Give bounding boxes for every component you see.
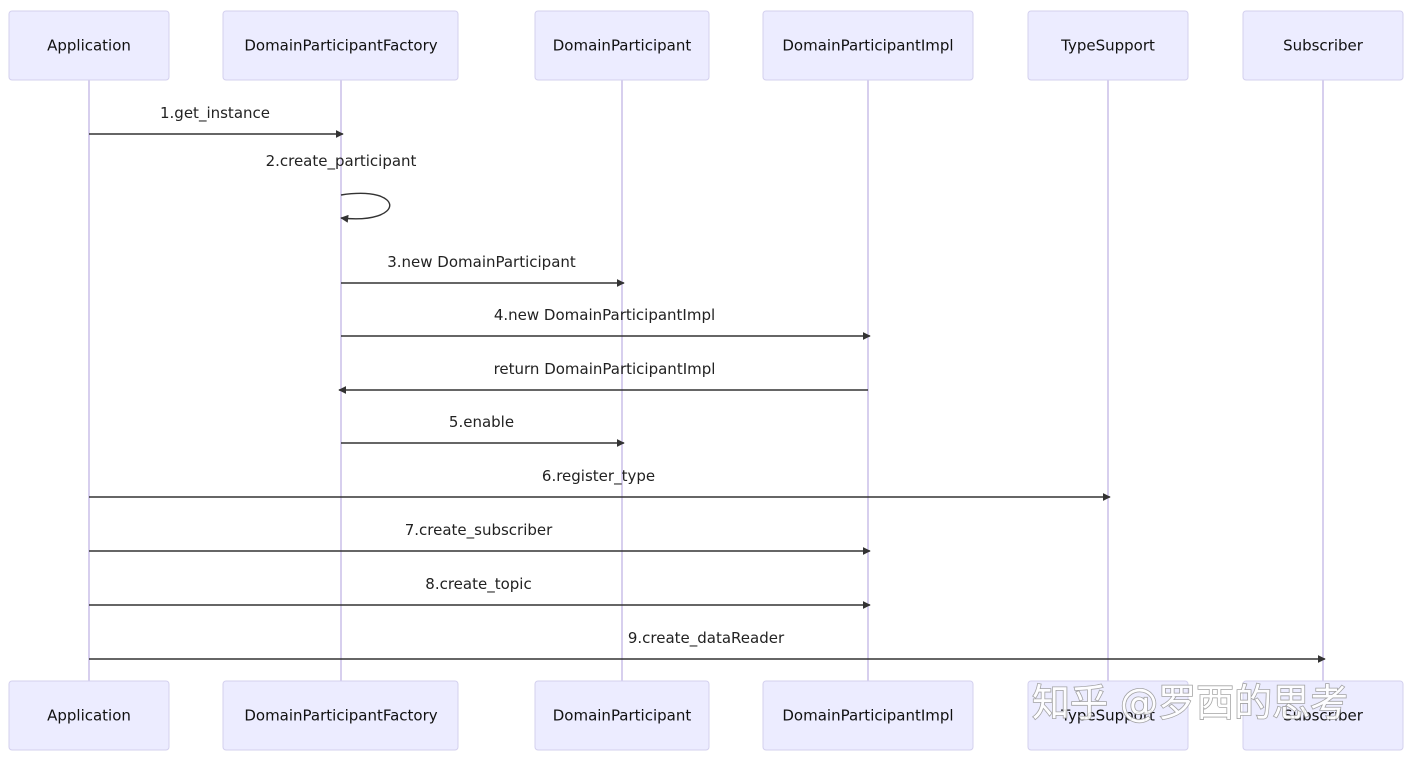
actor-participant-top: DomainParticipant	[534, 10, 710, 81]
message-6: 5.enable	[341, 413, 625, 447]
actor-typesupport-bottom: TypeSupport	[1027, 680, 1189, 751]
actor-impl-top: DomainParticipantImpl	[762, 10, 974, 81]
actor-box	[762, 680, 974, 751]
self-message-arrow	[340, 192, 391, 223]
actor-typesupport-top: TypeSupport	[1027, 10, 1189, 81]
actor-box	[534, 10, 710, 81]
actor-label: DomainParticipant	[553, 37, 692, 55]
actor-factory-top: DomainParticipantFactory	[222, 10, 459, 81]
message-label: 5.enable	[449, 413, 514, 431]
message-3: 3.new DomainParticipant	[341, 253, 625, 287]
messages: 1.get_instance 2.create_participant 3.new …	[89, 104, 1326, 663]
message-10: 9.create_dataReader	[89, 629, 1326, 663]
message-label: 4.new DomainParticipantImpl	[494, 306, 715, 324]
actor-label: Application	[47, 37, 131, 55]
watermark: 知乎 @罗西的思考	[1032, 681, 1348, 725]
actor-label: Subscriber	[1283, 37, 1364, 55]
lifelines	[88, 80, 1324, 681]
message-2: 2.create_participant	[266, 152, 417, 223]
actor-label: DomainParticipantFactory	[244, 707, 437, 725]
actor-label: TypeSupport	[1060, 707, 1155, 725]
message-8: 7.create_subscriber	[89, 521, 871, 555]
actors-bottom: Application DomainParticipantFactory Domai…	[8, 680, 1404, 751]
actor-box	[1027, 680, 1189, 751]
actors-top: Application DomainParticipantFactory Domai…	[8, 10, 1404, 81]
message-5: return DomainParticipantImpl	[338, 360, 868, 394]
actor-box	[222, 680, 459, 751]
actor-label: DomainParticipantImpl	[782, 37, 953, 55]
actor-app-bottom: Application	[8, 680, 170, 751]
actor-subscriber-top: Subscriber	[1242, 10, 1404, 81]
actor-box	[222, 10, 459, 81]
message-4: 4.new DomainParticipantImpl	[341, 306, 871, 340]
actor-participant-bottom: DomainParticipant	[534, 680, 710, 751]
message-label: 6.register_type	[542, 467, 655, 486]
message-label: 9.create_dataReader	[628, 629, 785, 648]
message-label: 1.get_instance	[160, 104, 270, 123]
actor-factory-bottom: DomainParticipantFactory	[222, 680, 459, 751]
message-9: 8.create_topic	[89, 575, 871, 609]
actor-label: DomainParticipant	[553, 707, 692, 725]
message-label: 7.create_subscriber	[405, 521, 553, 540]
message-label: return DomainParticipantImpl	[494, 360, 716, 378]
actor-box	[1027, 10, 1189, 81]
actor-impl-bottom: DomainParticipantImpl	[762, 680, 974, 751]
actor-box	[1242, 680, 1404, 751]
message-label: 3.new DomainParticipant	[387, 253, 576, 271]
actor-box	[534, 680, 710, 751]
message-1: 1.get_instance	[89, 104, 344, 138]
message-label: 2.create_participant	[266, 152, 417, 171]
actor-app-top: Application	[8, 10, 170, 81]
actor-subscriber-bottom: Subscriber	[1242, 680, 1404, 751]
actor-box	[8, 680, 170, 751]
actor-label: DomainParticipantFactory	[244, 37, 437, 55]
actor-label: Application	[47, 707, 131, 725]
actor-box	[1242, 10, 1404, 81]
actor-label: DomainParticipantImpl	[782, 707, 953, 725]
actor-box	[762, 10, 974, 81]
message-label: 8.create_topic	[425, 575, 531, 594]
actor-label: TypeSupport	[1060, 37, 1155, 55]
message-7: 6.register_type	[89, 467, 1111, 501]
actor-label: Subscriber	[1283, 707, 1364, 725]
actor-box	[8, 10, 170, 81]
